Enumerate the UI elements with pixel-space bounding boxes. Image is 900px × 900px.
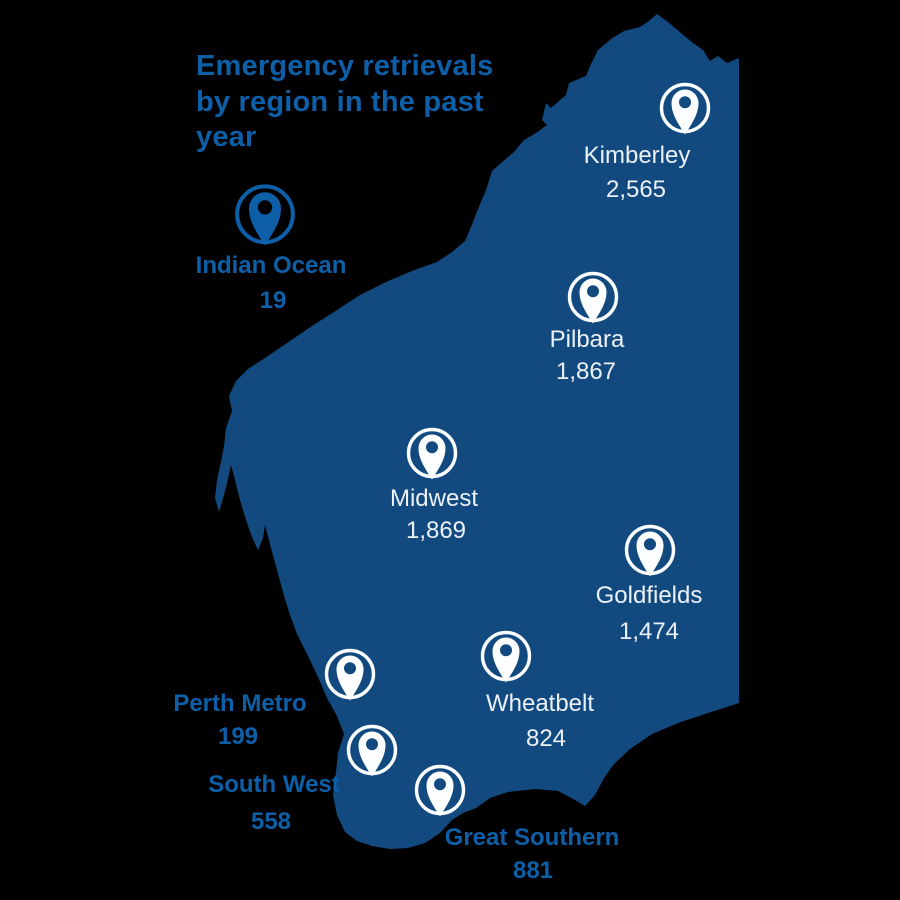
region-value: 558 [250, 808, 292, 835]
region-value: 2,565 [605, 176, 667, 203]
region-label: Indian Ocean [195, 252, 347, 279]
region-label: Midwest [389, 485, 479, 512]
region-label: Kimberley [583, 142, 691, 169]
western-australia-silhouette [215, 14, 739, 849]
region-value: 1,867 [555, 358, 617, 385]
region-label: Perth Metro [173, 690, 307, 717]
region-label: South West [208, 771, 340, 798]
location-pin-icon [623, 523, 677, 580]
region-value: 19 [259, 287, 287, 314]
region-label: Goldfields [595, 582, 703, 609]
region-value: 199 [217, 723, 259, 750]
location-pin-icon [345, 723, 399, 780]
region-value: 1,474 [618, 618, 680, 645]
region-value: 881 [512, 857, 554, 884]
location-pin-icon [566, 270, 620, 327]
region-label: Wheatbelt [485, 690, 595, 717]
location-pin-icon [413, 763, 467, 820]
location-pin-icon [405, 426, 459, 483]
location-pin-icon [233, 182, 297, 250]
region-value: 1,869 [405, 517, 467, 544]
region-label: Pilbara [549, 326, 625, 353]
region-label: Great Southern [444, 824, 620, 851]
location-pin-icon [323, 647, 377, 704]
location-pin-icon [658, 81, 712, 138]
location-pin-icon [479, 629, 533, 686]
infographic-title: Emergency retrievals by region in the pa… [196, 50, 494, 154]
region-value: 824 [525, 725, 567, 752]
